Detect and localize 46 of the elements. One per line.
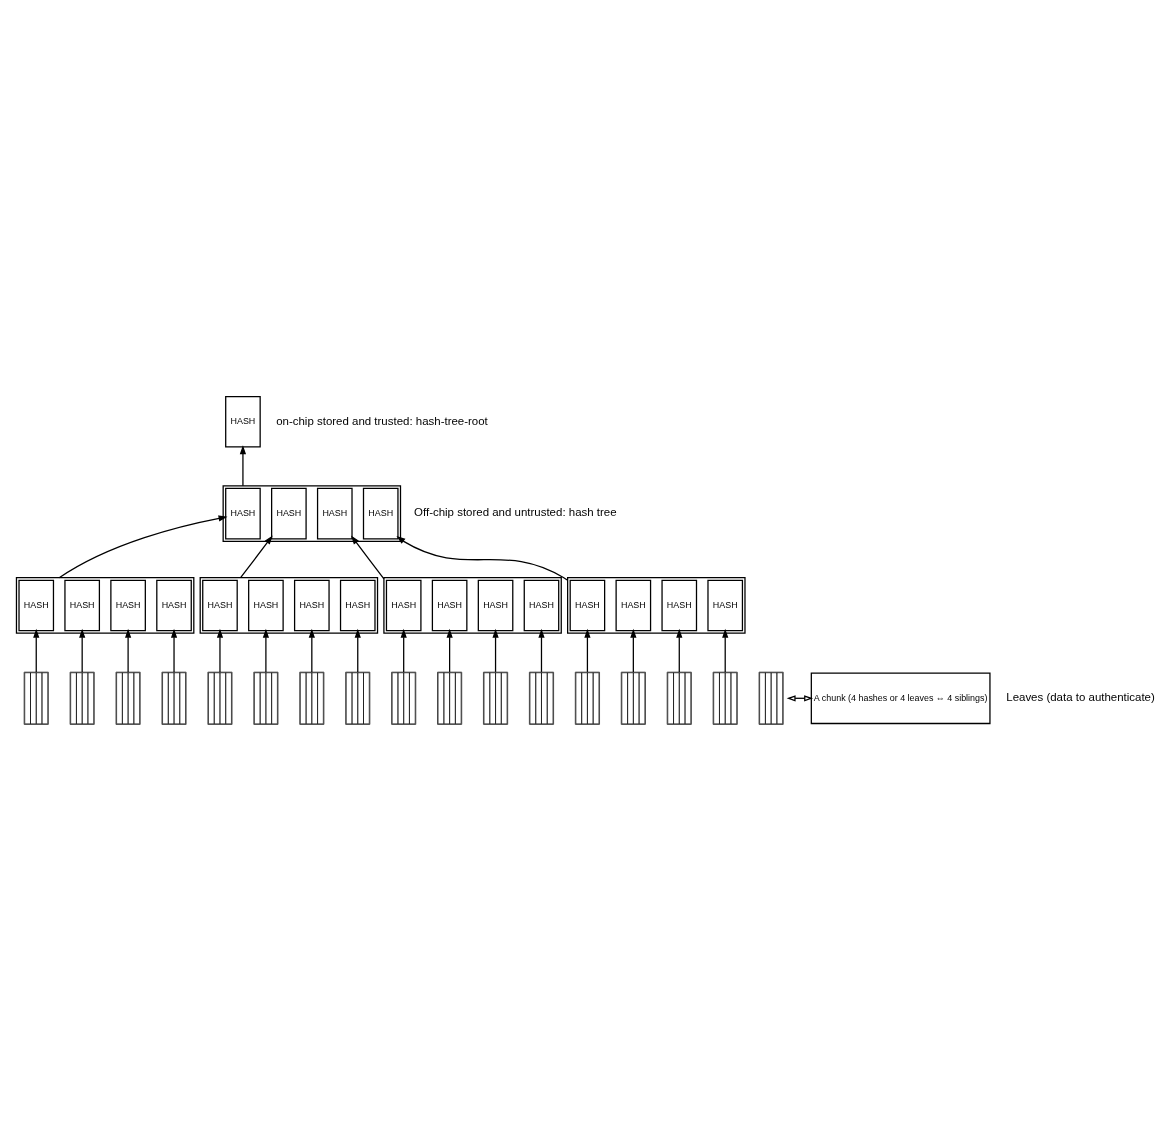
arrow [492,628,499,673]
arrow [239,445,247,487]
arrow [722,628,729,673]
arrow [630,628,637,673]
arrow [124,628,132,673]
arrow [239,535,273,579]
arrow [308,628,315,673]
node-box: HASH [523,579,560,632]
arrow [584,628,591,673]
arrow [676,628,683,673]
node-box: HASH [431,579,468,632]
label: Leaves (data to authenticate) [1006,691,1155,704]
node-box: HASH [110,579,146,632]
arrow [262,628,270,673]
node-box: HASH [64,579,101,632]
node-box: A chunk (4 hashes or 4 leaves ⇔ 4 siblings) [810,672,991,725]
node-box: HASH [156,579,192,632]
node-box: HASH [225,395,261,448]
node-box: HASH [477,579,514,632]
arrow [400,628,407,673]
arrow [354,628,361,673]
node-box: HASH [362,487,399,540]
arrow [538,628,545,673]
node-box: HASH [339,579,376,632]
arrow [446,628,453,673]
node-box: HASH [385,579,422,632]
arrow [170,628,178,673]
label: Off-chip stored and untrusted: hash tree [414,506,617,519]
node-box: HASH [225,487,261,540]
arrow [351,535,385,580]
label: on-chip stored and trusted: hash-tree-root [276,414,488,427]
node-box: HASH [316,487,353,540]
node-box: HASH [202,579,238,632]
node-box: HASH [661,579,698,632]
node-box: HASH [615,579,652,632]
arrow [33,628,40,673]
arrow [396,535,569,581]
node-box: HASH [18,579,55,632]
node-box: HASH [271,487,307,540]
node-box: HASH [569,579,606,632]
node-box: HASH [707,579,744,632]
arrow [79,628,86,673]
node-box: HASH [248,579,284,632]
arrow [58,515,228,579]
node-box: HASH [293,579,330,632]
arrow [216,628,224,673]
